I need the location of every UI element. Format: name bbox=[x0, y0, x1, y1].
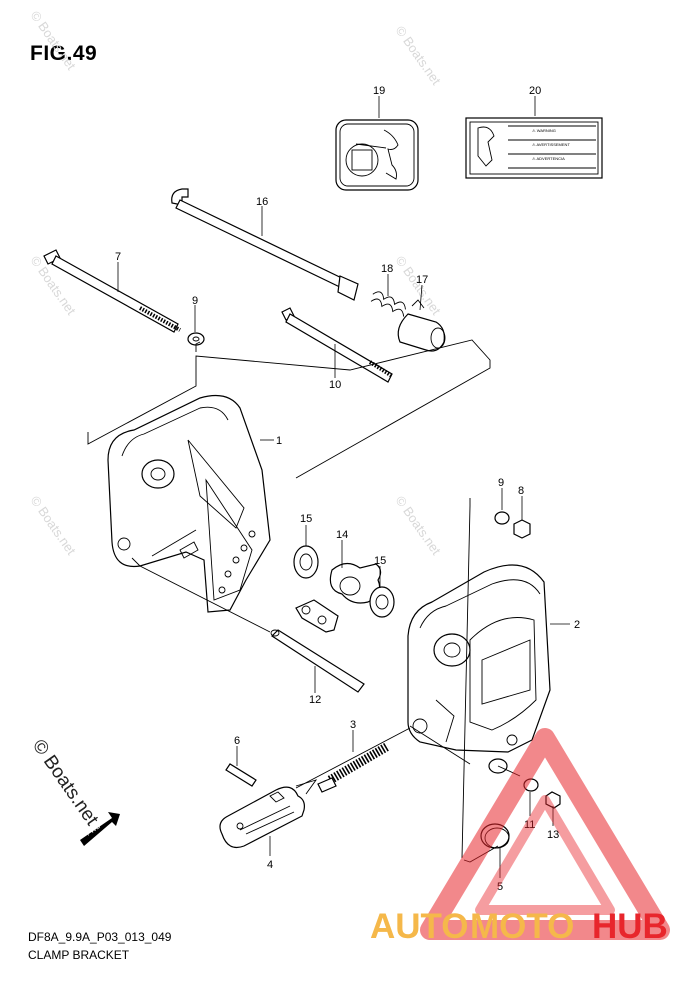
part-17-tilt-knob bbox=[397, 299, 446, 352]
callout-9: 9 bbox=[192, 295, 198, 307]
callout-16: 16 bbox=[256, 196, 268, 208]
part-2-clamp-bracket-right bbox=[407, 564, 551, 753]
callout-10: 10 bbox=[329, 379, 341, 391]
part-18-spring bbox=[370, 291, 406, 317]
figure-name: CLAMP BRACKET bbox=[28, 948, 130, 962]
callout-2: 2 bbox=[574, 619, 580, 631]
part-20-warning-label: ⚠ WARNING ⚠ AVERTISSEMENT ⚠ ADVERTENCIA bbox=[465, 117, 603, 179]
warning-triangle-icon bbox=[420, 728, 670, 940]
callout-14: 14 bbox=[336, 529, 348, 541]
part-10-bolt bbox=[281, 307, 394, 383]
part-9-washer bbox=[494, 511, 510, 525]
callout-19: 19 bbox=[373, 85, 385, 97]
callout-6: 6 bbox=[234, 735, 240, 747]
automotohub-logo: AUTO MOTO HUB bbox=[370, 728, 670, 946]
callout-numbers: 19 20 16 7 9 18 17 10 1 9 8 15 14 15 2 1… bbox=[115, 85, 580, 893]
watermark: © Boats.net bbox=[393, 493, 445, 558]
callout-18: 18 bbox=[381, 263, 393, 275]
part-15-bushing bbox=[293, 545, 319, 579]
logo-text-auto: AUTO bbox=[370, 907, 469, 946]
part-13-nut bbox=[545, 791, 561, 809]
part-6-pin bbox=[225, 763, 257, 787]
callout-4: 4 bbox=[267, 859, 273, 871]
side-watermark: © Boats.net bbox=[28, 736, 103, 830]
label-line: ⚠ ADVERTENCIA bbox=[532, 156, 565, 161]
callout-7: 7 bbox=[115, 251, 121, 263]
figure-title: FIG.49 bbox=[30, 42, 98, 65]
callout-11: 11 bbox=[524, 819, 535, 831]
callout-17: 17 bbox=[416, 274, 428, 286]
part-3-spring bbox=[317, 742, 391, 793]
callout-15: 15 bbox=[300, 513, 312, 525]
part-1-clamp-bracket-left bbox=[107, 395, 271, 613]
part-12-rod bbox=[270, 629, 365, 693]
label-line: ⚠ WARNING bbox=[532, 128, 556, 133]
label-line: ⚠ AVERTISSEMENT bbox=[532, 142, 570, 147]
watermark: © Boats.net bbox=[393, 23, 445, 88]
callout-9: 9 bbox=[498, 477, 504, 489]
assembly-guide-lines bbox=[87, 339, 521, 863]
callout-20: 20 bbox=[529, 85, 541, 97]
callout-1: 1 bbox=[276, 435, 282, 447]
logo-text-hub: HUB bbox=[592, 907, 668, 946]
logo-text-moto: MOTO bbox=[470, 907, 574, 946]
watermark: © Boats.net bbox=[28, 493, 80, 558]
figure-code: DF8A_9.9A_P03_013_049 bbox=[28, 930, 172, 944]
part-16-tilt-rod bbox=[171, 188, 359, 301]
part-15-bushing bbox=[369, 586, 395, 618]
part-9-washer bbox=[187, 332, 205, 346]
callout-8: 8 bbox=[518, 485, 524, 497]
part-8-nut bbox=[513, 519, 531, 539]
part-7-bolt bbox=[43, 249, 181, 333]
callout-5: 5 bbox=[497, 881, 503, 893]
callout-leaders bbox=[117, 96, 570, 878]
part-4-tilt-lever bbox=[219, 779, 318, 849]
callout-3: 3 bbox=[350, 719, 356, 731]
callout-12: 12 bbox=[309, 694, 321, 706]
watermark: © Boats.net bbox=[28, 8, 80, 73]
callout-13: 13 bbox=[547, 829, 559, 841]
part-19-caution-label bbox=[335, 119, 419, 191]
callout-15: 15 bbox=[374, 555, 386, 567]
